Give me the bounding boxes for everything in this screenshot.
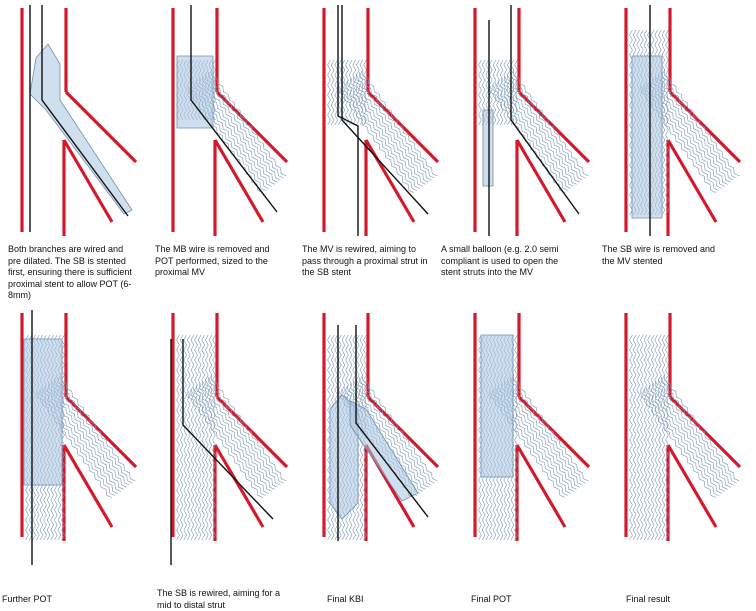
side-branch-balloon bbox=[29, 43, 133, 215]
side-branch-wire bbox=[510, 5, 580, 215]
side-branch-lower-wall bbox=[515, 139, 567, 223]
side-branch-stent bbox=[36, 374, 136, 498]
step-7-illustration bbox=[170, 313, 289, 565]
further-pot-balloon bbox=[23, 338, 63, 486]
step-10-caption: Final result bbox=[626, 594, 671, 604]
side-branch-wire bbox=[190, 5, 278, 213]
step-9-panel: Final POT bbox=[453, 305, 604, 610]
small-balloon bbox=[482, 109, 494, 187]
side-branch-stent bbox=[489, 69, 589, 193]
side-branch-lower-wall bbox=[666, 139, 718, 223]
step-1-illustration bbox=[20, 5, 138, 236]
side-branch-lower-wall bbox=[213, 139, 265, 223]
main-vessel-balloon bbox=[631, 55, 663, 219]
side-branch-lower-wall bbox=[666, 444, 718, 528]
side-branch-lower-wall bbox=[364, 139, 416, 223]
pot-balloon bbox=[176, 55, 214, 129]
step-3-caption: The MV is rewired, aiming to pass throug… bbox=[302, 244, 428, 277]
step-3-illustration bbox=[322, 5, 440, 236]
step-4-panel: A small balloon (e.g. 2.0 semi compliant… bbox=[441, 0, 604, 305]
side-branch-lower-wall bbox=[213, 444, 265, 528]
main-vessel-stent bbox=[176, 334, 216, 541]
side-branch-wire bbox=[341, 5, 429, 215]
side-branch-lower-wall bbox=[515, 444, 567, 528]
side-branch-wire bbox=[41, 5, 129, 217]
step-9-caption: Final POT bbox=[471, 594, 512, 604]
side-branch-lower-wall bbox=[62, 139, 114, 223]
step-7-panel: The SB is rewired, aiming for a mid to d… bbox=[151, 305, 302, 610]
step-7-caption: The SB is rewired, aiming for a mid to d… bbox=[157, 588, 281, 610]
step-9-illustration bbox=[473, 313, 591, 541]
main-vessel-stent bbox=[327, 59, 367, 126]
step-10-illustration bbox=[624, 313, 742, 541]
step-6-caption: Further POT bbox=[2, 594, 53, 604]
step-6-panel: Further POT bbox=[0, 305, 151, 610]
step-2-panel: The MB wire is removed and POT performed… bbox=[151, 0, 302, 305]
step-5-caption: The SB wire is removed and the MV stente… bbox=[602, 244, 716, 266]
side-branch-lower-wall bbox=[62, 444, 114, 528]
main-vessel-stent bbox=[478, 59, 518, 126]
side-branch-upper-wall bbox=[64, 90, 138, 164]
side-kissing-balloon bbox=[349, 400, 419, 502]
main-vessel-stent bbox=[629, 334, 669, 541]
side-branch-stent bbox=[187, 374, 287, 498]
side-branch-stent bbox=[338, 69, 438, 193]
step-8-illustration bbox=[322, 313, 440, 541]
step-6-illustration bbox=[20, 310, 138, 565]
side-branch-stent bbox=[640, 69, 740, 193]
main-vessel-wire bbox=[337, 5, 359, 236]
step-4-caption: A small balloon (e.g. 2.0 semi compliant… bbox=[441, 244, 559, 277]
step-4-illustration bbox=[473, 5, 591, 236]
step-8-panel: Final KBI bbox=[302, 305, 453, 610]
side-branch-wire bbox=[182, 339, 274, 520]
step-10-panel: Final result bbox=[604, 305, 755, 610]
final-pot-balloon bbox=[480, 334, 514, 478]
step-1-caption: Both branches are wired and pre dilated.… bbox=[8, 244, 132, 300]
step-8-caption: Final KBI bbox=[327, 594, 364, 604]
side-branch-stent bbox=[640, 374, 740, 498]
step-5-panel: The SB wire is removed and the MV stente… bbox=[602, 0, 755, 305]
step-3-panel: The MV is rewired, aiming to pass throug… bbox=[302, 0, 453, 305]
step-1-panel: Both branches are wired and pre dilated.… bbox=[0, 0, 151, 305]
side-branch-stent bbox=[489, 374, 589, 498]
side-branch-wire bbox=[355, 325, 429, 518]
step-2-caption: The MB wire is removed and POT performed… bbox=[155, 244, 270, 277]
step-5-illustration bbox=[624, 5, 742, 236]
step-2-illustration bbox=[171, 5, 289, 236]
